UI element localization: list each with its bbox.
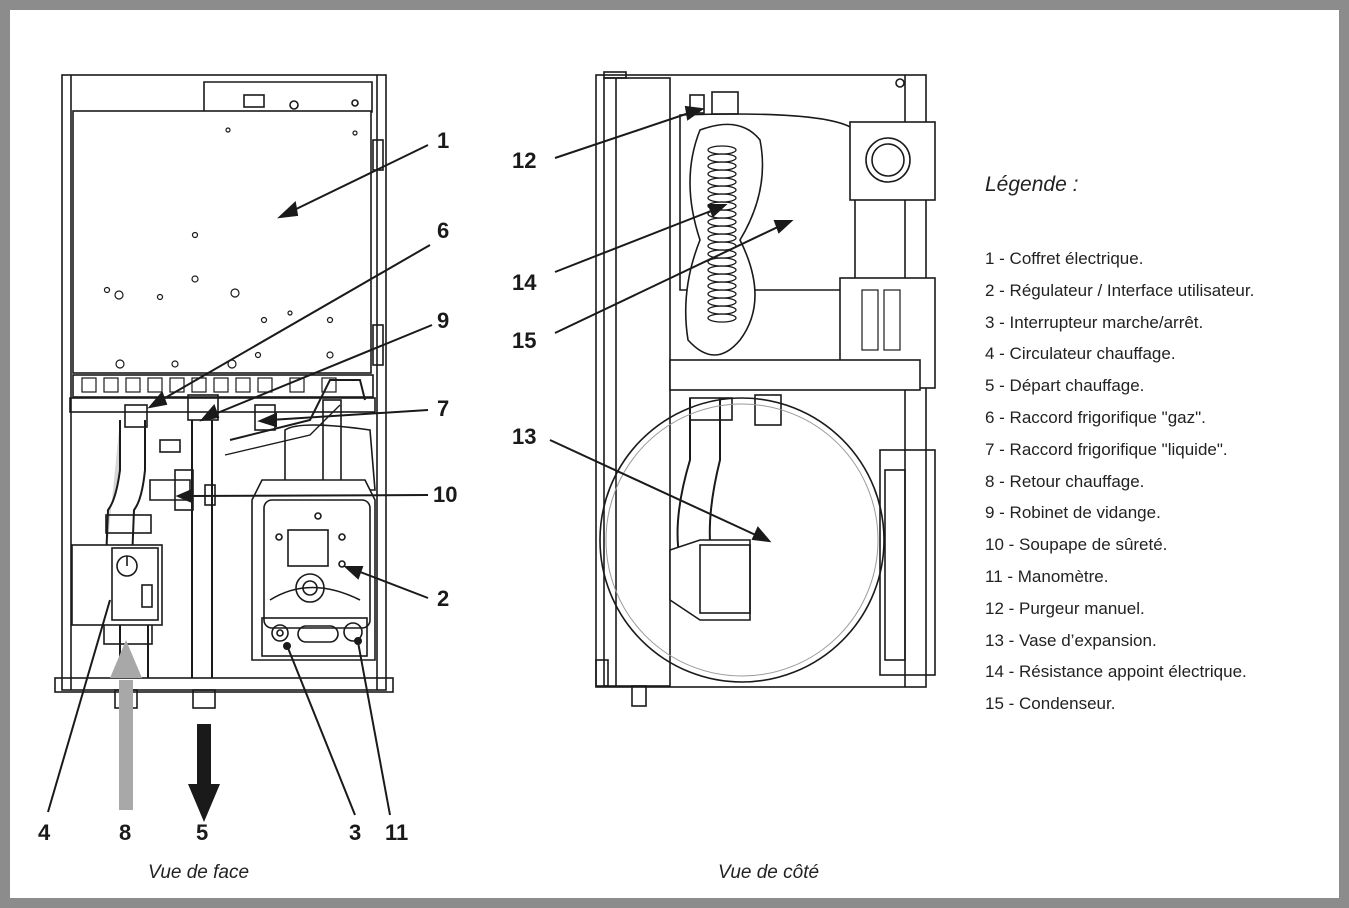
callout-8: 8 (119, 820, 132, 845)
legend-item: 8 - Retour chauffage. (985, 471, 1145, 491)
side-view-drawing (595, 71, 936, 707)
callout-13: 13 (512, 424, 537, 449)
front-view-drawing (54, 74, 394, 709)
callout-7: 7 (437, 396, 450, 421)
flow-arrow-head (188, 784, 220, 822)
legend-item: 11 - Manomètre. (985, 566, 1109, 586)
legend-list: 1 - Coffret électrique. 2 - Régulateur /… (985, 248, 1254, 725)
legend-item: 6 - Raccord frigorifique "gaz". (985, 407, 1206, 427)
legend-item: 15 - Condenseur. (985, 694, 1116, 714)
legend-item: 5 - Départ chauffage. (985, 376, 1145, 396)
legend-title: Légende : (985, 173, 1079, 196)
callout-4: 4 (38, 820, 51, 845)
callout-15: 15 (512, 328, 537, 353)
legend-item: 3 - Interrupteur marche/arrêt. (985, 312, 1204, 332)
legend-item: 9 - Robinet de vidange. (985, 503, 1161, 523)
caption-front-view: Vue de face (148, 862, 250, 883)
caption-side-view: Vue de côté (718, 862, 820, 883)
legend-item: 4 - Circulateur chauffage. (985, 344, 1176, 364)
legend-item: 12 - Purgeur manuel. (985, 598, 1145, 618)
legend-item: 13 - Vase d’expansion. (985, 630, 1157, 650)
callout-9: 9 (437, 308, 450, 333)
legend-item: 14 - Résistance appoint électrique. (985, 662, 1247, 682)
legend-item: 7 - Raccord frigorifique "liquide". (985, 439, 1228, 459)
callout-6: 6 (437, 218, 450, 243)
callout-10: 10 (433, 482, 458, 507)
legend-item: 2 - Régulateur / Interface utilisateur. (985, 280, 1255, 300)
callout-2: 2 (437, 586, 450, 611)
callout-14: 14 (512, 270, 537, 295)
callout-1: 1 (437, 128, 450, 153)
callout-11: 11 (385, 820, 409, 845)
return-arrow-head (110, 640, 142, 678)
side-leader-lines (549, 105, 794, 543)
legend-item: 10 - Soupape de sûreté. (985, 535, 1168, 555)
legend-item: 1 - Coffret électrique. (985, 249, 1144, 268)
callout-5: 5 (196, 820, 209, 845)
callout-12: 12 (512, 148, 537, 173)
callout-3: 3 (349, 820, 362, 845)
front-leader-lines (47, 144, 433, 816)
